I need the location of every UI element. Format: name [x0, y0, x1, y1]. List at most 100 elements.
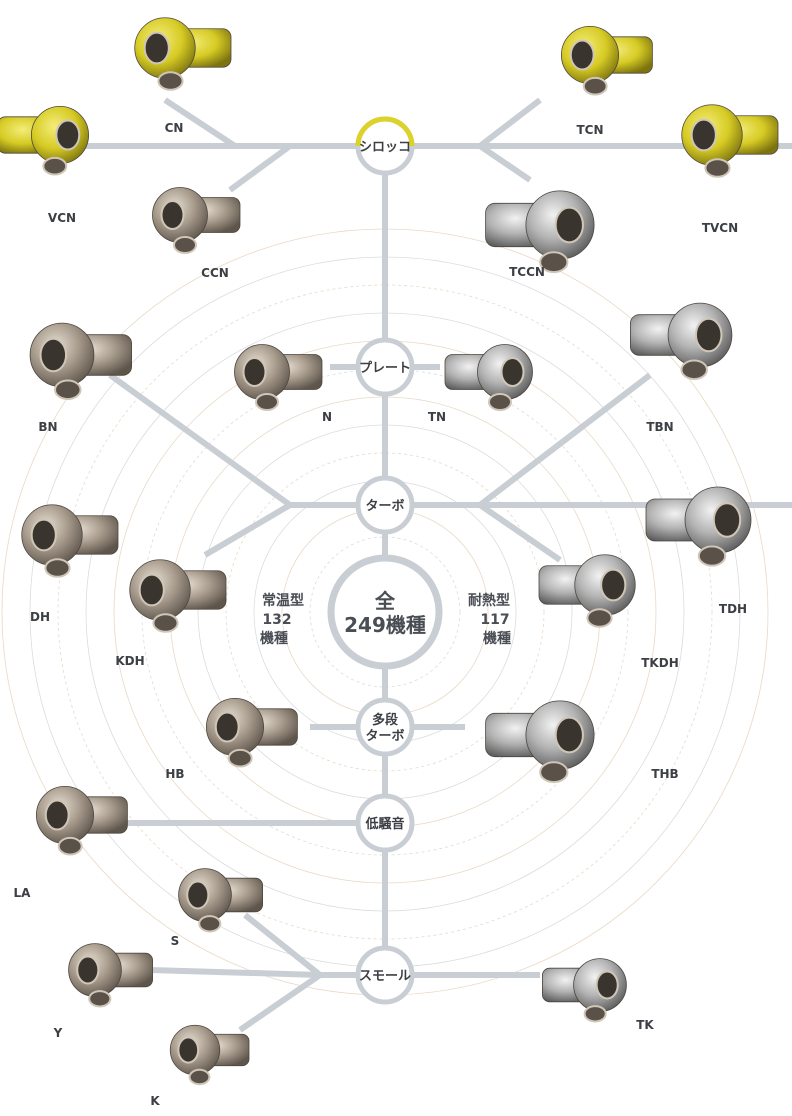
product-label-la[interactable]: LA — [14, 886, 32, 900]
connector-line — [478, 502, 562, 563]
category-node-plate[interactable]: プレート — [355, 337, 415, 397]
product-label-y[interactable]: Y — [53, 1026, 63, 1040]
fan-image-y[interactable] — [68, 943, 153, 1008]
fan-image-tbn[interactable] — [630, 302, 733, 381]
heat-resistant-count: 117 — [480, 612, 509, 628]
center-hub: 全 249機種 — [327, 554, 443, 670]
fan-outlet — [227, 748, 253, 768]
fan-outlet — [44, 558, 71, 578]
fan-image-vcn[interactable] — [0, 106, 90, 176]
category-label: 多段 — [372, 712, 398, 728]
product-label-dh[interactable]: DH — [30, 610, 50, 624]
background-ring — [309, 536, 461, 688]
fan-images — [0, 17, 779, 1086]
product-label-bn[interactable]: BN — [38, 420, 57, 434]
fan-inlet — [143, 31, 170, 65]
category-node-circle — [355, 793, 415, 853]
fan-image-dh[interactable] — [21, 504, 119, 578]
normal-temp-title: 常温型 — [262, 592, 304, 609]
category-node-circle — [355, 337, 415, 397]
fan-image-tkdh[interactable] — [538, 554, 636, 628]
product-label-tk[interactable]: TK — [636, 1018, 654, 1032]
fan-outlet — [57, 836, 83, 856]
center-line2: 249機種 — [344, 613, 426, 637]
fan-outlet — [42, 156, 68, 176]
fan-outlet — [157, 71, 184, 91]
fan-outlet — [188, 1068, 211, 1086]
fan-inlet — [138, 573, 165, 607]
fan-image-tcn[interactable] — [561, 25, 653, 96]
fan-image-tvcn[interactable] — [681, 104, 779, 178]
fan-image-kdh[interactable] — [129, 559, 227, 633]
fan-image-tdh[interactable] — [645, 486, 752, 567]
product-label-hb[interactable]: HB — [165, 767, 184, 781]
connector-line — [243, 912, 322, 978]
product-label-tkdh[interactable]: TKDH — [641, 656, 679, 670]
normal-temp-count: 132 — [262, 612, 291, 628]
fan-inlet — [694, 317, 723, 353]
product-label-n[interactable]: N — [322, 410, 332, 424]
category-node-small[interactable]: スモール — [355, 945, 415, 1005]
connector-line — [478, 97, 542, 149]
fan-image-k[interactable] — [169, 1024, 250, 1086]
background-ring — [57, 284, 713, 940]
fan-image-tn[interactable] — [444, 344, 533, 411]
fan-inlet — [76, 955, 100, 985]
fan-image-bn[interactable] — [29, 322, 132, 401]
fan-outlet — [152, 613, 179, 633]
normal-temp-unit: 機種 — [260, 630, 288, 647]
fan-inlet — [500, 357, 525, 387]
product-label-kdh[interactable]: KDH — [115, 654, 144, 668]
highlight-arc — [355, 116, 415, 147]
product-label-tcn[interactable]: TCN — [576, 123, 603, 137]
fan-inlet — [30, 518, 57, 552]
fan-image-ccn[interactable] — [152, 187, 241, 254]
fan-image-thb[interactable] — [485, 700, 595, 784]
category-node-sirocco[interactable]: シロッコ — [355, 116, 415, 176]
product-label-k[interactable]: K — [150, 1094, 160, 1108]
fan-image-tccn[interactable] — [485, 190, 595, 274]
heat-resistant-unit: 機種 — [483, 630, 511, 647]
category-node-lownoise[interactable]: 低騒音 — [355, 793, 415, 853]
fan-inlet — [600, 568, 627, 602]
product-label-tvcn[interactable]: TVCN — [702, 221, 738, 235]
category-node-circle — [355, 945, 415, 1005]
connector-line — [203, 502, 292, 558]
product-label-tccn[interactable]: TCCN — [509, 265, 545, 279]
product-label-vcn[interactable]: VCN — [48, 211, 76, 225]
fan-image-hb[interactable] — [205, 698, 298, 768]
product-label-tdh[interactable]: TDH — [719, 602, 747, 616]
product-label-ccn[interactable]: CCN — [201, 266, 229, 280]
fan-image-cn[interactable] — [134, 17, 232, 91]
fan-inlet — [160, 200, 185, 230]
product-label-tbn[interactable]: TBN — [646, 420, 673, 434]
fan-image-n[interactable] — [234, 344, 323, 411]
fan-inlet — [554, 206, 584, 244]
category-label: 低騒音 — [364, 816, 404, 832]
fan-outlet — [539, 761, 569, 784]
category-node-turbo[interactable]: ターボ — [355, 475, 415, 535]
connector-line — [238, 972, 322, 1033]
fan-outlet — [255, 393, 279, 411]
product-label-thb[interactable]: THB — [651, 767, 678, 781]
fan-outlet — [586, 608, 613, 628]
product-label-s[interactable]: S — [171, 934, 180, 948]
fan-inlet — [690, 118, 717, 152]
category-label-line2: ターボ — [365, 728, 404, 744]
category-label: ターボ — [365, 498, 404, 514]
fan-outlet — [704, 158, 731, 178]
fan-inlet — [186, 880, 210, 910]
connector-line — [149, 967, 321, 978]
product-label-tn[interactable]: TN — [428, 410, 446, 424]
fan-image-tk[interactable] — [542, 958, 627, 1023]
fan-outlet — [54, 379, 82, 401]
connector-line — [228, 143, 292, 193]
fan-image-la[interactable] — [36, 786, 128, 856]
category-node-circle — [355, 475, 415, 535]
fan-image-s[interactable] — [178, 868, 263, 933]
fan-inlet — [569, 39, 595, 71]
fan-inlet — [554, 716, 584, 754]
product-label-cn[interactable]: CN — [165, 121, 184, 135]
